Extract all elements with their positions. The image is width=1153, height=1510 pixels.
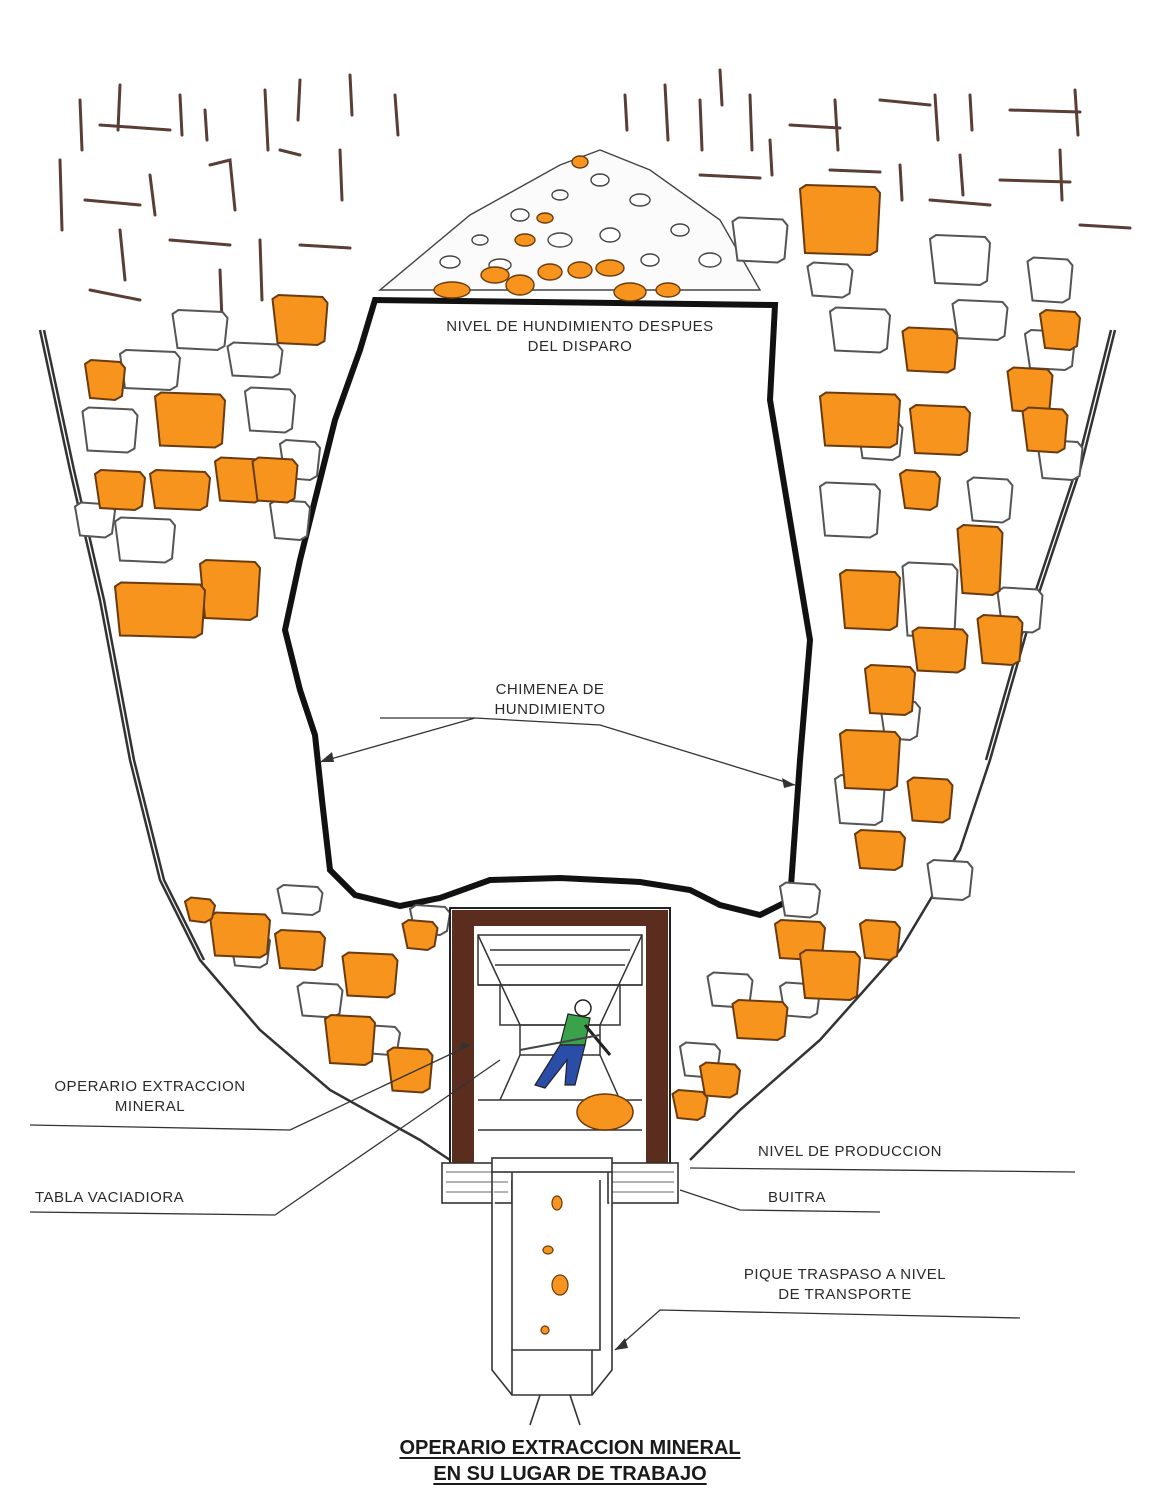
ore-block: [253, 458, 298, 503]
ore-block: [1008, 368, 1053, 413]
rock-block: [278, 885, 323, 915]
ore-block: [865, 665, 915, 715]
rock-block: [808, 263, 853, 298]
ore-block: [673, 1090, 708, 1120]
rock-block: [780, 883, 820, 918]
label-operario-line2: MINERAL: [30, 1097, 270, 1117]
rock-block: [830, 308, 890, 353]
ore-block: [855, 830, 905, 870]
chimney-outline: [285, 300, 810, 915]
ore-block: [903, 328, 958, 373]
rock-block: [930, 235, 990, 285]
diagram-title: OPERARIO EXTRACCION MINERAL EN SU LUGAR …: [300, 1435, 840, 1487]
rock-block: [1028, 258, 1073, 303]
title-line1: OPERARIO EXTRACCION MINERAL: [399, 1437, 740, 1459]
ore-block: [908, 778, 953, 823]
rock-block: [298, 983, 343, 1018]
ore-block: [85, 360, 125, 400]
label-buitra: BUITRA: [768, 1188, 826, 1208]
rock-block: [968, 478, 1013, 523]
rock-block: [120, 350, 180, 390]
ore-block: [185, 898, 215, 923]
label-nivel-hundimiento-line1: NIVEL DE HUNDIMIENTO DESPUES: [360, 317, 800, 337]
rock-block: [733, 218, 788, 263]
ore-block: [840, 570, 900, 630]
ore-block: [860, 920, 900, 960]
ore-block: [700, 1063, 740, 1098]
rock-block: [270, 500, 310, 540]
rock-block: [903, 563, 958, 638]
label-pique-line2: DE TRANSPORTE: [700, 1285, 990, 1305]
ore-block: [840, 730, 900, 790]
ore-block: [913, 628, 968, 673]
ore-block: [978, 615, 1023, 665]
title-line2: EN SU LUGAR DE TRABAJO: [433, 1463, 706, 1485]
drift-frame: [450, 908, 670, 1170]
label-nivel-hundimiento: NIVEL DE HUNDIMIENTO DESPUES DEL DISPARO: [360, 317, 800, 357]
rock-block: [928, 860, 973, 900]
ore-block: [150, 470, 210, 510]
ore-block: [388, 1048, 433, 1093]
ore-block: [343, 953, 398, 998]
ore-block: [958, 525, 1003, 595]
rock-block: [173, 310, 228, 350]
ore-block: [800, 185, 880, 255]
ore-block: [900, 470, 940, 510]
rock-block: [820, 483, 880, 538]
ore-block: [325, 1015, 375, 1065]
rock-block: [83, 408, 138, 453]
ore-block: [95, 470, 145, 510]
ore-block: [800, 950, 860, 1000]
ore-block: [275, 930, 325, 970]
label-nivel-hundimiento-line2: DEL DISPARO: [360, 337, 800, 357]
label-pique-line1: PIQUE TRASPASO A NIVEL: [700, 1265, 990, 1285]
ore-block: [1023, 408, 1068, 453]
rock-block: [115, 518, 175, 563]
label-pique: PIQUE TRASPASO A NIVEL DE TRANSPORTE: [700, 1265, 990, 1305]
rock-block: [245, 388, 295, 433]
label-chimenea-line1: CHIMENEA DE: [440, 680, 660, 700]
ore-block: [403, 920, 438, 950]
ore-block: [820, 393, 900, 448]
label-operario: OPERARIO EXTRACCION MINERAL: [30, 1077, 270, 1117]
label-chimenea: CHIMENEA DE HUNDIMIENTO: [440, 680, 660, 720]
rock-block: [228, 343, 283, 378]
ore-block: [155, 393, 225, 448]
ore-block: [733, 1000, 788, 1040]
label-tabla-vaciadora: TABLA VACIADIORA: [35, 1188, 184, 1208]
ore-block: [210, 913, 270, 958]
label-operario-line1: OPERARIO EXTRACCION: [30, 1077, 270, 1097]
ore-block: [273, 295, 328, 345]
ore-block: [910, 405, 970, 455]
ore-block: [1040, 310, 1080, 350]
ore-block: [115, 583, 205, 638]
label-chimenea-line2: HUNDIMIENTO: [440, 700, 660, 720]
label-nivel-produccion: NIVEL DE PRODUCCION: [758, 1142, 942, 1162]
ore-block: [200, 560, 260, 620]
rock-block: [953, 300, 1008, 340]
